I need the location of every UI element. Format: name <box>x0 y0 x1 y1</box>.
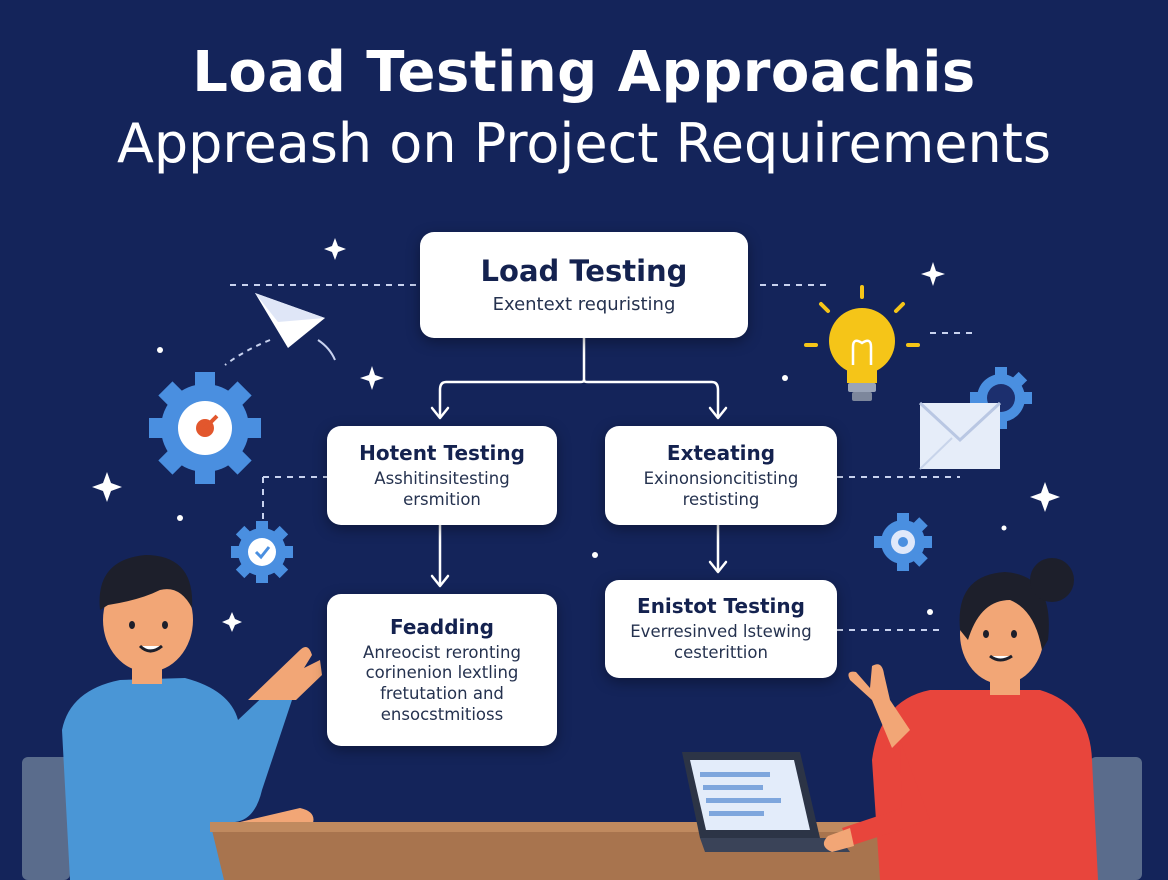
paper-plane-icon <box>224 293 336 366</box>
node-title: Enistot Testing <box>637 594 805 619</box>
node-text: corinenion lextling <box>365 663 519 683</box>
gear-icon <box>874 513 932 571</box>
person-left <box>62 555 322 880</box>
node-feadding: Feadding Anreocist reronting corinenion … <box>327 594 557 746</box>
node-title: Feadding <box>390 614 494 639</box>
node-text: Exentext requristing <box>492 293 676 315</box>
page-title: Load Testing Approachis <box>192 40 976 105</box>
gear-icon <box>231 521 293 583</box>
node-text: ensocstmitioss <box>380 704 504 724</box>
node-text: cesterittion <box>674 643 768 662</box>
node-exteating: Exteating Exinonsioncitisting restisting <box>605 426 837 525</box>
dashed-lines <box>230 284 975 631</box>
node-text: Everresinved lstewing <box>630 622 812 642</box>
node-text: Exinonsioncitisting <box>643 468 799 488</box>
node-title: Load Testing <box>480 253 688 288</box>
laptop-icon <box>682 752 850 852</box>
sparkle-icon <box>92 238 1060 632</box>
node-enistot-testing: Enistot Testing Everresinved lstewing ce… <box>605 580 837 678</box>
node-text: fretutation and <box>380 684 504 703</box>
node-hotent-testing: Hotent Testing Asshitinsitesting ersmiti… <box>327 426 557 525</box>
chair-left <box>22 757 70 880</box>
gear-icon <box>149 372 261 484</box>
connector-arrows <box>430 336 728 588</box>
envelope-icon <box>918 401 1002 470</box>
node-text: Asshitinsitesting <box>374 468 510 488</box>
node-text: ersmition <box>403 489 481 509</box>
chair-right <box>1090 757 1142 880</box>
page-subtitle: Appreash on Project Requirements <box>116 112 1052 175</box>
lightbulb-icon <box>804 285 920 401</box>
person-right <box>823 558 1098 880</box>
node-load-testing: Load Testing Exentext requristing <box>420 232 748 338</box>
node-text: restisting <box>682 489 760 509</box>
node-text: Anreocist reronting <box>363 642 521 662</box>
node-title: Exteating <box>666 440 776 465</box>
node-title: Hotent Testing <box>359 440 525 465</box>
